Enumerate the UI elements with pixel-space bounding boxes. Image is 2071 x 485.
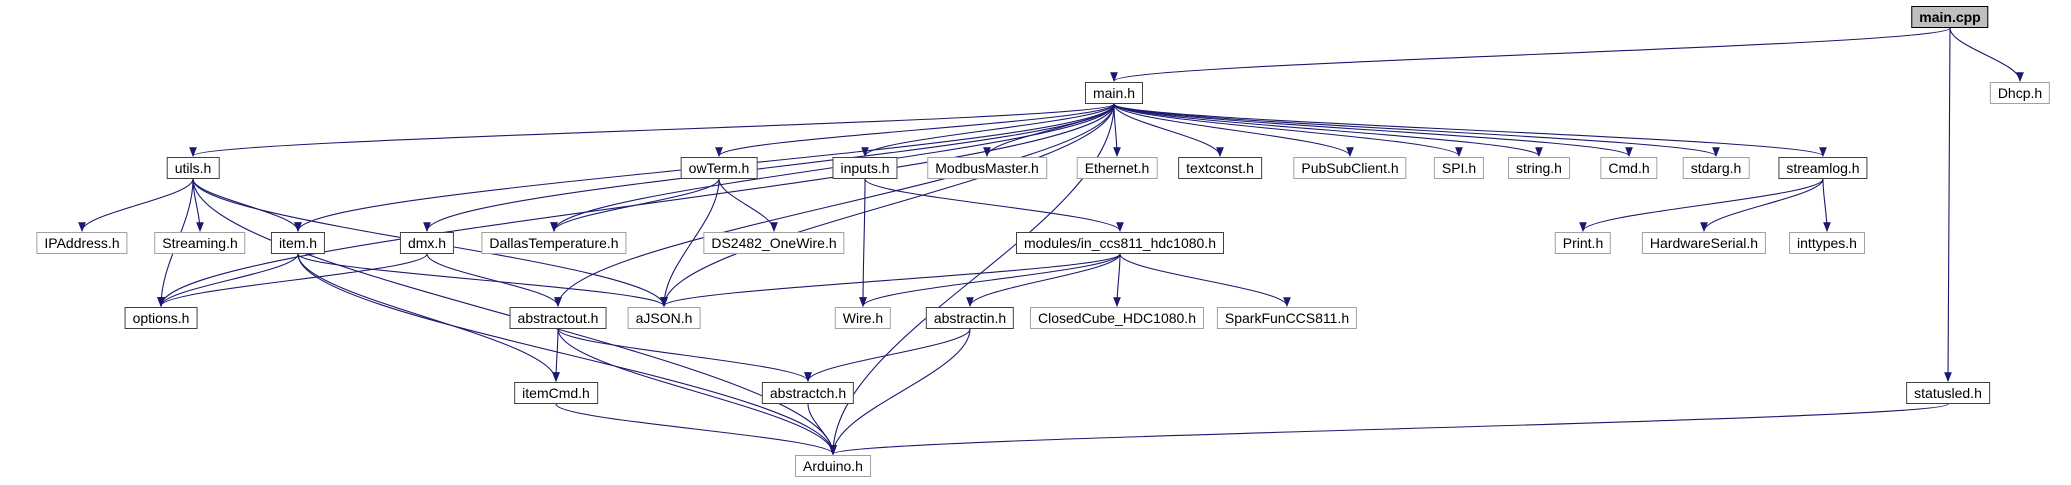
node-closedcube: ClosedCube_HDC1080.h [1030,307,1204,329]
node-abstractch[interactable]: abstractch.h [761,382,855,404]
edge-main_h-to-dmx [423,103,1115,233]
edge-main_h-to-pubsubclient [1113,103,1354,158]
node-options[interactable]: options.h [124,307,198,329]
edge-main_cpp-to-dhcp [1949,27,2024,83]
node-arduino: Arduino.h [795,455,871,477]
node-inputs[interactable]: inputs.h [832,157,898,179]
node-dmx[interactable]: dmx.h [399,232,455,254]
edge-main_h-to-spi [1113,103,1463,158]
edge-in_ccs811-to-wire [859,253,1121,308]
edge-item-to-itemcmd [297,253,560,383]
node-modbusmaster: ModbusMaster.h [927,157,1047,179]
edge-abstractin-to-abstractch [804,328,971,383]
node-ds2482: DS2482_OneWire.h [703,232,845,254]
edge-item-to-arduino [297,253,837,456]
node-itemcmd[interactable]: itemCmd.h [514,382,598,404]
edge-main_h-to-string_h [1113,103,1543,158]
node-streaming: Streaming.h [154,232,246,254]
edge-in_ccs811-to-ajson [660,253,1121,308]
edge-in_ccs811-to-abstractin [966,253,1121,308]
node-dallastemperature: DallasTemperature.h [481,232,627,254]
edge-utils-to-item [192,178,302,233]
edge-main_h-to-stdarg [1113,103,1720,158]
edge-main_h-to-abstractout [554,103,1115,308]
node-utils[interactable]: utils.h [166,157,220,179]
edge-inputs-to-in_ccs811 [864,178,1124,233]
edge-dmx-to-options [157,253,428,308]
edge-abstractout-to-itemcmd [552,328,560,383]
node-main-cpp[interactable]: main.cpp [1911,6,1989,28]
edge-owterm-to-dallastemperature [550,178,720,233]
node-abstractin[interactable]: abstractin.h [925,307,1015,329]
edge-owterm-to-ajson [660,178,720,308]
edge-streamlog-to-hardwareserial [1700,178,1824,233]
node-textconst[interactable]: textconst.h [1178,157,1262,179]
node-sparkfun: SparkFunCCS811.h [1216,307,1358,329]
node-wire: Wire.h [834,307,892,329]
edge-main_h-to-streamlog [1113,103,1827,158]
edge-utils-to-ipaddress [78,178,194,233]
edge-inputs-to-wire [859,178,867,308]
node-main-h[interactable]: main.h [1084,82,1144,104]
node-ethernet: Ethernet.h [1076,157,1158,179]
edge-item-to-ajson [297,253,668,308]
edge-main_h-to-ethernet [1113,103,1121,158]
edge-abstractin-to-arduino [829,328,971,456]
node-ipaddress: IPAddress.h [36,232,128,254]
node-ajson: aJSON.h [627,307,701,329]
edge-main_h-to-textconst [1113,103,1224,158]
node-hardwareserial: HardwareSerial.h [1641,232,1767,254]
node-abstractout[interactable]: abstractout.h [509,307,607,329]
node-print: Print.h [1554,232,1612,254]
edge-main_h-to-cmd [1113,103,1633,158]
edge-itemcmd-to-arduino [555,403,837,456]
node-owterm[interactable]: owTerm.h [680,157,758,179]
node-stdarg: stdarg.h [1682,157,1750,179]
node-spi: SPI.h [1433,157,1485,179]
node-in-ccs811[interactable]: modules/in_ccs811_hdc1080.h [1016,232,1224,254]
node-streamlog[interactable]: streamlog.h [1778,157,1868,179]
node-item[interactable]: item.h [270,232,326,254]
edge-abstractout-to-arduino [557,328,837,456]
edge-main_h-to-inputs [861,103,1115,158]
edge-streamlog-to-print [1579,178,1824,233]
node-dhcp: Dhcp.h [1989,82,2051,104]
node-cmd: Cmd.h [1600,157,1658,179]
edge-main_h-to-ajson [660,103,1115,308]
edge-main_cpp-to-main_h [1110,27,1951,83]
edge-main_h-to-owterm [715,103,1115,158]
edge-owterm-to-ds2482 [718,178,778,233]
node-string-h: string.h [1508,157,1570,179]
edge-in_ccs811-to-sparkfun [1119,253,1291,308]
node-inttypes: inttypes.h [1789,232,1865,254]
edge-main_h-to-utils [189,103,1115,158]
edge-statusled-to-arduino [829,403,1949,456]
node-statusled[interactable]: statusled.h [1906,382,1990,404]
edge-item-to-options [157,253,299,308]
edge-main_cpp-to-statusled [1944,27,1952,383]
edge-streamlog-to-inttypes [1822,178,1831,233]
edge-dmx-to-abstractout [426,253,562,308]
edge-in_ccs811-to-closedcube [1113,253,1121,308]
node-pubsubclient: PubSubClient.h [1293,157,1407,179]
edge-abstractout-to-abstractch [557,328,812,383]
